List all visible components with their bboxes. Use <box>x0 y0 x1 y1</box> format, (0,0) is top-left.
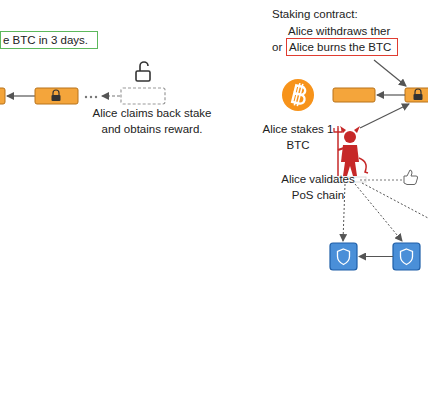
thumbs-up <box>404 170 418 185</box>
devil-head <box>344 131 356 143</box>
bitcoin-glyph-bar <box>297 84 303 106</box>
ellipsis-dot <box>95 96 97 98</box>
bitcoin-glyph <box>291 82 308 107</box>
chain-link <box>102 95 120 96</box>
pos-block <box>330 243 357 270</box>
block <box>405 88 428 102</box>
annotation: Staking contract: <box>272 6 382 22</box>
validate-line <box>362 183 428 218</box>
bitcoin-logo <box>282 79 314 111</box>
annotation: Alice withdraws ther <box>288 23 418 39</box>
block <box>0 88 5 104</box>
devil-tail <box>359 158 368 173</box>
shield-icon <box>338 249 350 265</box>
ellipsis-dot <box>90 96 92 98</box>
box-text: Alice burns the BTC <box>289 40 391 55</box>
chain-link <box>7 95 35 96</box>
lock-shackle <box>53 90 59 95</box>
text-box: e BTC in 3 days. <box>0 31 98 49</box>
chain-link <box>377 94 405 95</box>
validate-line <box>355 184 402 241</box>
box-text: e BTC in 3 days. <box>3 33 88 48</box>
annotation: Alice validates PoS chain <box>276 171 360 203</box>
annotation: or <box>272 39 286 55</box>
pos-block <box>393 243 420 270</box>
future-block <box>121 88 165 104</box>
annotation: Alice stakes 1 BTC <box>262 121 334 153</box>
lock-shackle <box>415 89 421 94</box>
text-box: Alice burns the BTC <box>286 38 398 56</box>
vote-line <box>360 180 402 181</box>
open-lock-shackle <box>140 62 148 71</box>
lock-body <box>414 94 423 100</box>
stake-line <box>360 104 409 128</box>
ellipsis-dot <box>85 96 87 98</box>
pitchfork-head <box>334 126 342 132</box>
annotation: Alice claims back stake and obtains rewa… <box>88 105 216 137</box>
block <box>333 88 375 102</box>
shield-icon <box>401 249 413 265</box>
chain-link <box>359 256 393 257</box>
lock-body <box>52 95 61 101</box>
devil-arm <box>338 148 344 150</box>
contract-line <box>374 60 406 86</box>
open-lock-body <box>136 71 150 81</box>
block <box>35 88 78 104</box>
pitchfork <box>337 128 339 176</box>
